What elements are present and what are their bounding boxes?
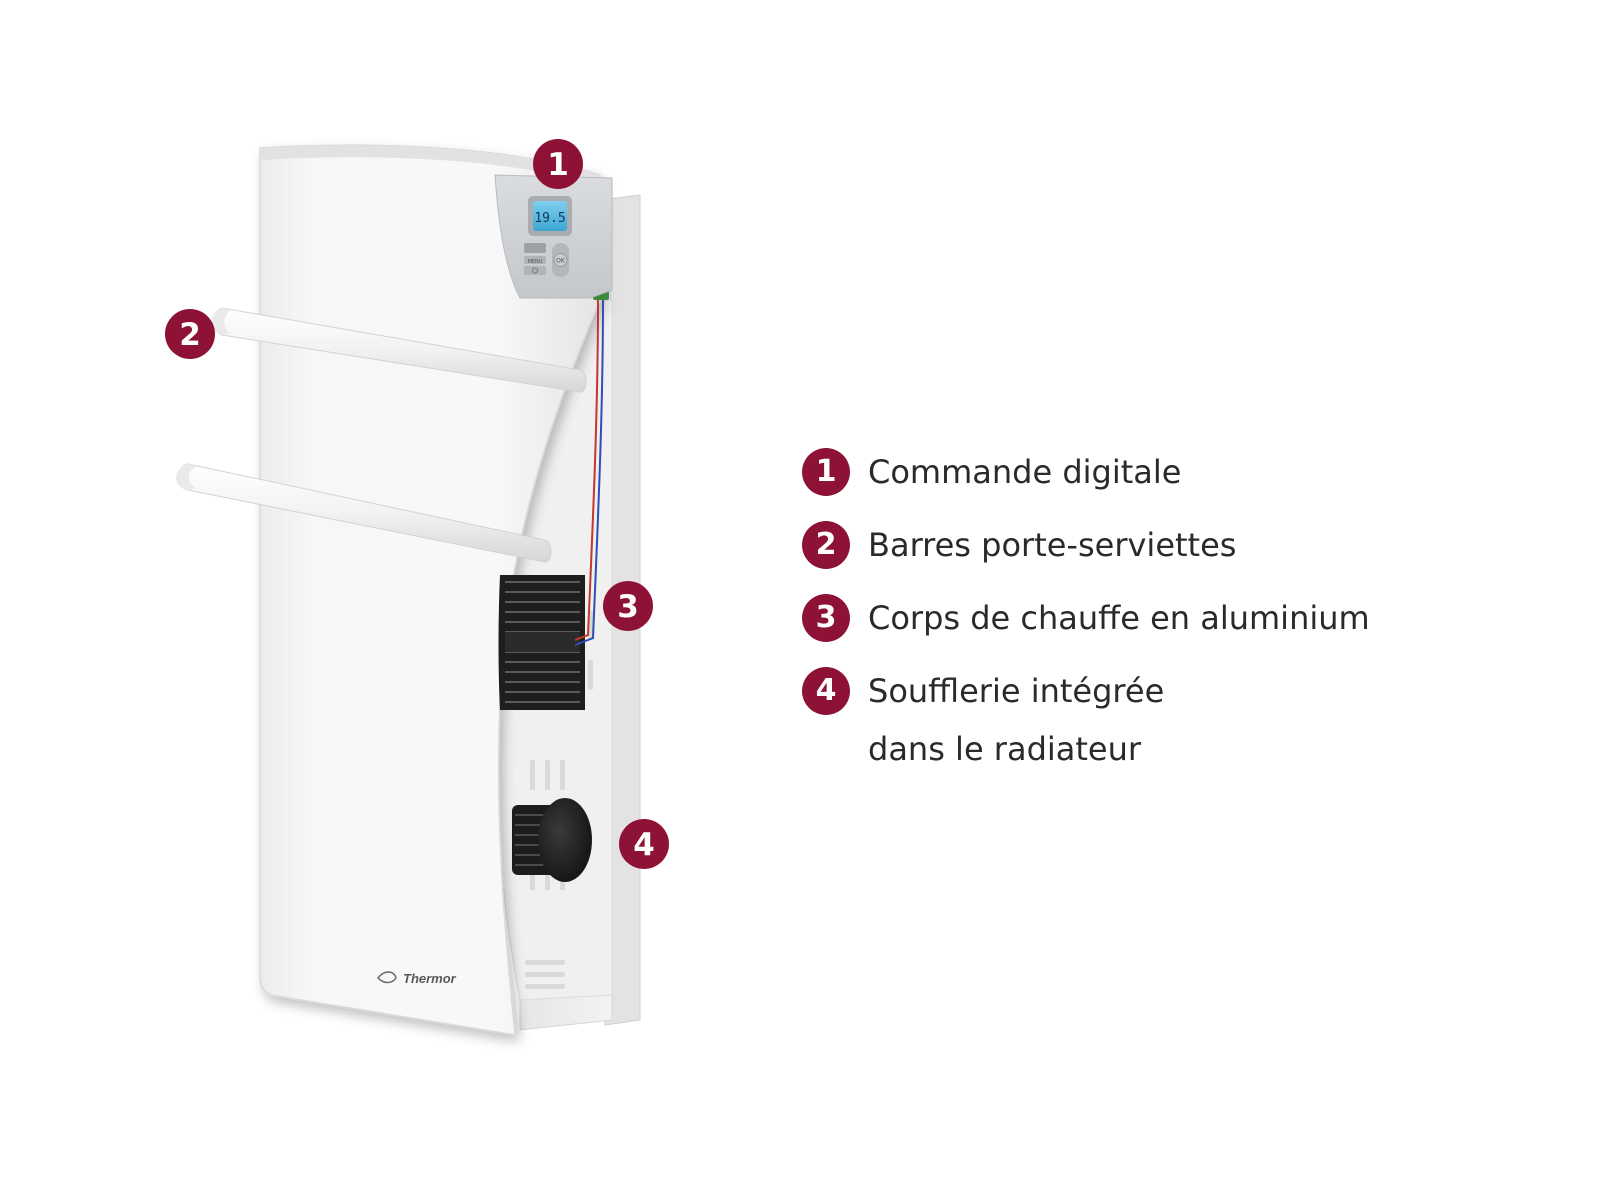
legend-label-3: Corps de chauffe en aluminium	[868, 599, 1370, 637]
panel-top-edge	[260, 145, 600, 185]
legend: 1 Commande digitale 2 Barres porte-servi…	[802, 448, 1522, 768]
brand-name: Thermor	[403, 971, 457, 986]
mode-button[interactable]	[524, 243, 546, 253]
legend-badge-4: 4	[802, 667, 850, 715]
legend-item-4: 4 Soufflerie intégrée dans le radiateur	[802, 667, 1522, 768]
heating-element	[498, 575, 585, 710]
svg-text:1: 1	[547, 147, 569, 183]
legend-item-2: 2 Barres porte-serviettes	[802, 521, 1522, 594]
callout-badge-3: 3	[603, 581, 653, 631]
legend-label-1: Commande digitale	[868, 453, 1182, 491]
legend-badge-1: 1	[802, 448, 850, 496]
legend-badge-2: 2	[802, 521, 850, 569]
legend-item-1: 1 Commande digitale	[802, 448, 1522, 521]
lcd-screen	[533, 201, 567, 231]
ok-button-label: OK	[556, 258, 566, 265]
power-icon	[532, 267, 538, 274]
svg-text:4: 4	[633, 827, 655, 863]
fan-unit	[512, 798, 592, 882]
power-button[interactable]	[524, 266, 546, 275]
control-panel: 19.5 MENU OK	[494, 174, 613, 299]
ok-button[interactable]	[553, 253, 568, 267]
legend-badge-3: 3	[802, 594, 850, 642]
menu-button[interactable]	[524, 256, 546, 264]
legend-label-4: Soufflerie intégrée dans le radiateur	[868, 672, 1165, 768]
towel-bar-bottom	[176, 463, 552, 563]
thermor-logo-icon	[377, 971, 397, 984]
display-reading: 19.5	[534, 211, 565, 226]
legend-label-2: Barres porte-serviettes	[868, 526, 1237, 564]
callout-badge-1: 1	[533, 139, 583, 189]
svg-text:3: 3	[617, 589, 639, 625]
towel-bar-top	[211, 307, 587, 393]
svg-text:2: 2	[179, 317, 201, 353]
callout-badge-2: 2	[165, 309, 215, 359]
legend-item-3: 3 Corps de chauffe en aluminium	[802, 594, 1522, 667]
callout-badge-4: 4	[619, 819, 669, 869]
wiring	[574, 299, 604, 646]
brand-logo: Thermor	[377, 971, 457, 986]
menu-button-label: MENU	[528, 259, 543, 265]
